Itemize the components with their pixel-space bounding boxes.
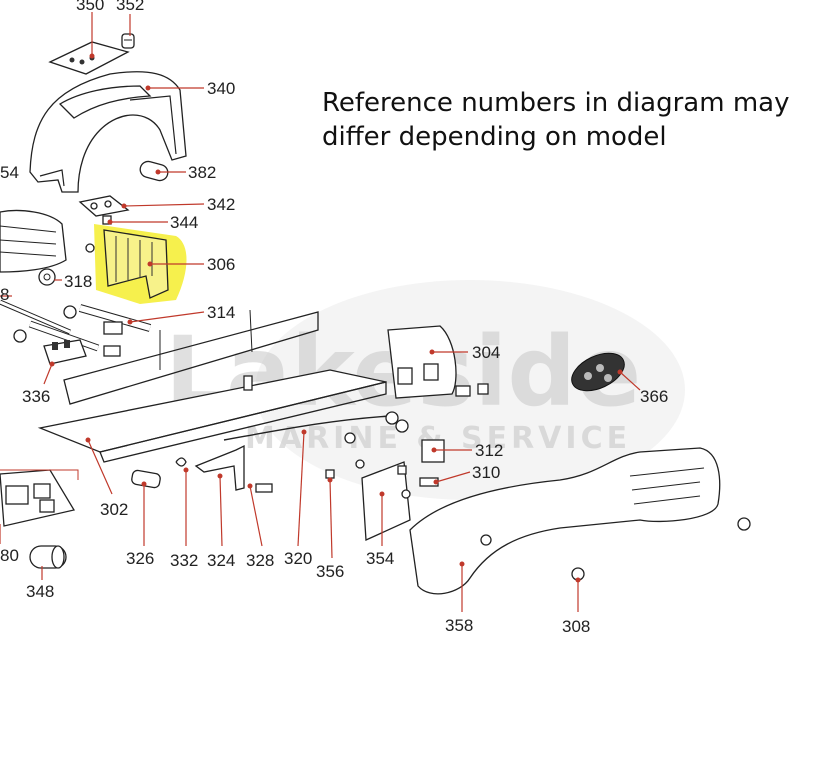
part-308-screw — [571, 517, 751, 581]
leader-lines — [0, 12, 641, 612]
label-358: 358 — [445, 616, 473, 635]
label-344: 344 — [170, 213, 198, 232]
label-314: 314 — [207, 303, 235, 322]
model-note-line-1: Reference numbers in diagram may — [322, 88, 790, 118]
label-336: 336 — [22, 387, 50, 406]
label-312: 312 — [475, 441, 503, 460]
part-rods — [0, 299, 152, 357]
label-8: 8 — [0, 285, 9, 304]
part-342-bracket — [78, 195, 130, 217]
label-352: 352 — [116, 0, 144, 14]
part-326 — [131, 469, 161, 489]
label-310: 310 — [472, 463, 500, 482]
part-304-block — [387, 325, 489, 399]
part-80-board — [0, 469, 79, 527]
part-302-rail — [37, 309, 387, 463]
label-320: 320 — [284, 549, 312, 568]
label-348: 348 — [26, 582, 54, 601]
part-348-cylinder — [29, 545, 67, 569]
label-324: 324 — [207, 551, 235, 570]
label-308: 308 — [562, 617, 590, 636]
part-320-cable — [223, 415, 391, 441]
label-354: 354 — [366, 549, 394, 568]
part-340-cover — [29, 71, 187, 193]
label-382: 382 — [188, 163, 216, 182]
part-356-screw — [325, 469, 335, 479]
reference-labels: 350 352 340 54 382 342 344 306 318 8 314… — [0, 0, 668, 636]
model-note-line-2: differ depending on model — [322, 122, 667, 152]
label-326: 326 — [126, 549, 154, 568]
label-80: 80 — [0, 546, 19, 565]
label-306: 306 — [207, 255, 235, 274]
label-350: 350 — [76, 0, 104, 14]
label-318: 318 — [64, 272, 92, 291]
label-54: 54 — [0, 163, 19, 182]
label-366: 366 — [640, 387, 668, 406]
part-354-plate — [361, 461, 411, 541]
part-366-remote — [571, 352, 625, 392]
label-302: 302 — [100, 500, 128, 519]
model-note: Reference numbers in diagram may differ … — [322, 86, 792, 154]
part-324-lever — [194, 444, 245, 491]
part-332-spring — [175, 457, 187, 467]
part-left-housing — [0, 209, 67, 273]
label-356: 356 — [316, 562, 344, 581]
part-352-screw — [121, 33, 135, 49]
label-332: 332 — [170, 551, 198, 570]
label-304: 304 — [472, 343, 500, 362]
part-306-highlighted-bracket — [85, 224, 187, 304]
label-328: 328 — [246, 551, 274, 570]
part-382-pin — [139, 160, 169, 182]
label-342: 342 — [207, 195, 235, 214]
part-336-block — [43, 339, 87, 365]
label-340: 340 — [207, 79, 235, 98]
part-328-screw — [255, 483, 273, 493]
part-358-cover — [409, 447, 721, 595]
part-350-plate — [48, 41, 130, 75]
